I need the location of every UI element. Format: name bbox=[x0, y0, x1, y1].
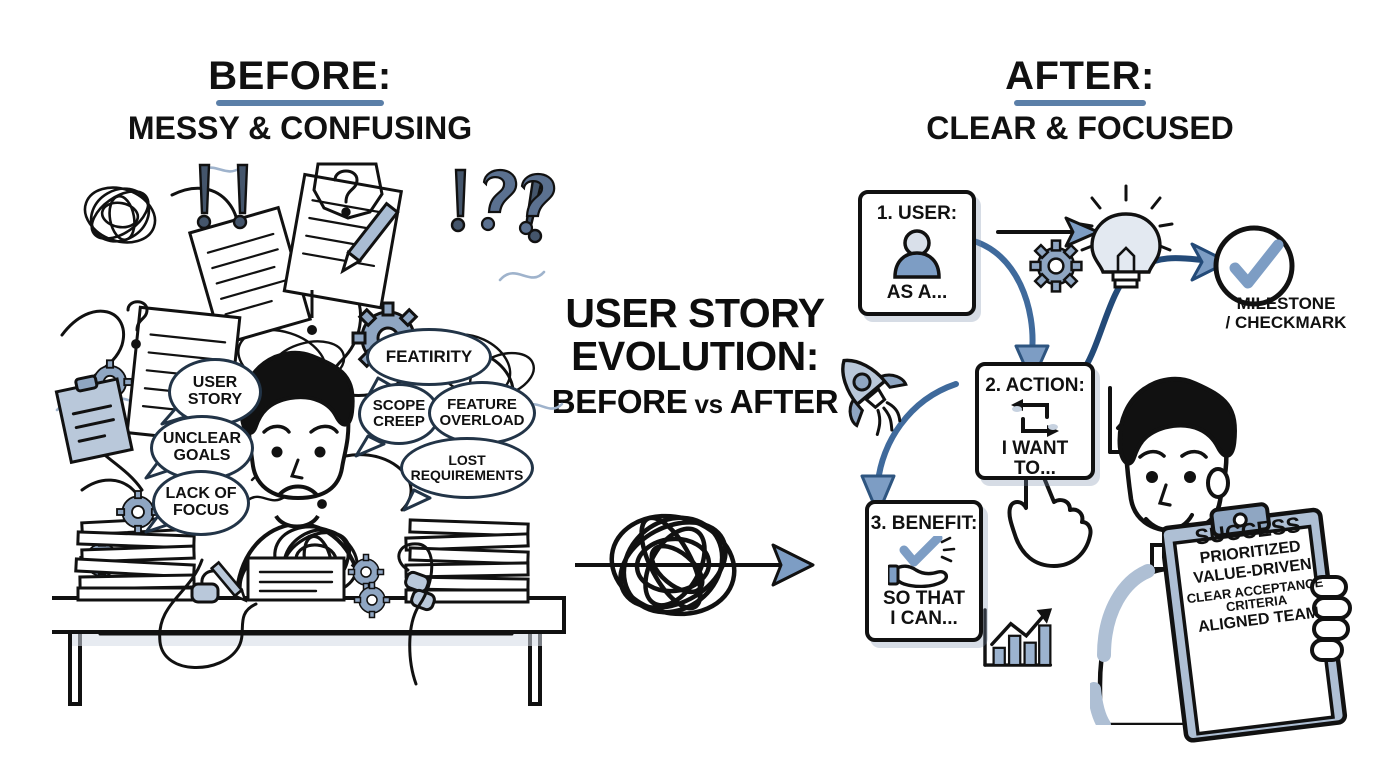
gear-icon bbox=[347, 553, 391, 619]
clipboard-icon bbox=[1162, 502, 1352, 743]
milestone-label-line2: / CHECKMARK bbox=[1225, 312, 1347, 332]
bubble-scope-creep-label: SCOPE CREEP bbox=[372, 397, 426, 430]
before-heading-underline bbox=[216, 100, 384, 106]
center-title-after: AFTER bbox=[729, 382, 839, 420]
pencil-icon bbox=[209, 560, 248, 603]
pointing-hand-icon bbox=[1007, 460, 1093, 568]
after-heading: AFTER: CLEAR & FOCUSED bbox=[870, 56, 1290, 146]
bubble-feature-overload-label: FEATURE OVERLOAD bbox=[439, 396, 525, 429]
scribble-tangle-icon bbox=[83, 186, 157, 244]
bubble-lost-requirements: LOST REQUIREMENTS bbox=[400, 437, 534, 499]
card-user[interactable]: 1. USER: AS A... bbox=[858, 190, 976, 316]
center-title-line2: EVOLUTION: bbox=[571, 333, 819, 380]
milestone-label: MILESTONE / CHECKMARK bbox=[1196, 294, 1376, 332]
after-heading-sub: CLEAR & FOCUSED bbox=[926, 110, 1234, 146]
bubble-unclear-goals-label: UNCLEAR GOALS bbox=[162, 430, 242, 464]
arrow-head-icon bbox=[771, 543, 815, 587]
center-title-line1: USER STORY bbox=[565, 290, 825, 336]
center-title-vs: vs bbox=[694, 388, 723, 419]
lightbulb-icon bbox=[1078, 184, 1174, 289]
action-loop-icon bbox=[1005, 397, 1065, 439]
straight-arrow-icon bbox=[996, 216, 1100, 248]
card-user-footer: AS A... bbox=[886, 281, 948, 303]
clipboard-icon bbox=[54, 374, 134, 465]
bubble-featirity-label: FEATIRITY bbox=[385, 347, 473, 367]
exclamation-mark-icon bbox=[307, 290, 317, 335]
bubble-lost-requirements-label: LOST REQUIREMENTS bbox=[410, 452, 524, 483]
transition-arrow-illustration bbox=[575, 513, 815, 617]
before-heading-main: BEFORE: bbox=[208, 54, 392, 98]
milestone-label-line1: MILESTONE bbox=[1236, 294, 1336, 313]
circled-checkmark-icon bbox=[1213, 225, 1295, 307]
bubble-feature-overload: FEATURE OVERLOAD bbox=[428, 381, 536, 445]
messy-scene-illustration bbox=[52, 162, 566, 706]
after-heading-underline bbox=[1014, 100, 1146, 106]
clipboard-success-list: SUCCESS PRIORITIZED VALUE-DRIVEN CLEAR A… bbox=[1172, 511, 1334, 638]
growth-chart-icon bbox=[983, 608, 1053, 667]
desk-icon bbox=[52, 596, 566, 706]
cable-icon bbox=[98, 542, 514, 686]
curved-arrow-icon bbox=[860, 381, 959, 516]
gear-icon bbox=[1029, 239, 1083, 293]
bubble-user-story-label: USER STORY bbox=[187, 374, 243, 408]
center-title-before: BEFORE bbox=[551, 382, 688, 420]
rocket-icon bbox=[841, 358, 908, 436]
after-heading-main: AFTER: bbox=[1005, 54, 1155, 98]
tangled-scribble-icon bbox=[609, 513, 737, 617]
before-heading-sub: MESSY & CONFUSING bbox=[127, 110, 473, 146]
card-action-title: 2. ACTION: bbox=[985, 375, 1085, 396]
card-action-footer: I WANT TO... bbox=[1001, 438, 1069, 480]
bubble-lack-of-focus: LACK OF FOCUS bbox=[152, 470, 250, 536]
bubble-user-story: USER STORY bbox=[168, 358, 262, 426]
person-icon bbox=[889, 225, 945, 283]
card-user-title: 1. USER: bbox=[876, 203, 958, 224]
hand-checkmark-icon bbox=[888, 535, 960, 589]
pencil-icon bbox=[340, 201, 400, 275]
bubble-featirity: FEATIRITY bbox=[366, 328, 492, 386]
before-heading: BEFORE: MESSY & CONFUSING bbox=[90, 56, 510, 146]
card-benefit[interactable]: 3. BENEFIT: SO THAT I CAN... bbox=[865, 500, 983, 642]
paper-document-icon bbox=[246, 556, 346, 602]
card-benefit-footer: SO THAT I CAN... bbox=[883, 587, 965, 629]
card-benefit-title: 3. BENEFIT: bbox=[870, 513, 978, 534]
bubble-lack-of-focus-label: LACK OF FOCUS bbox=[165, 485, 237, 519]
card-action[interactable]: 2. ACTION: I WANT TO... bbox=[975, 362, 1095, 480]
